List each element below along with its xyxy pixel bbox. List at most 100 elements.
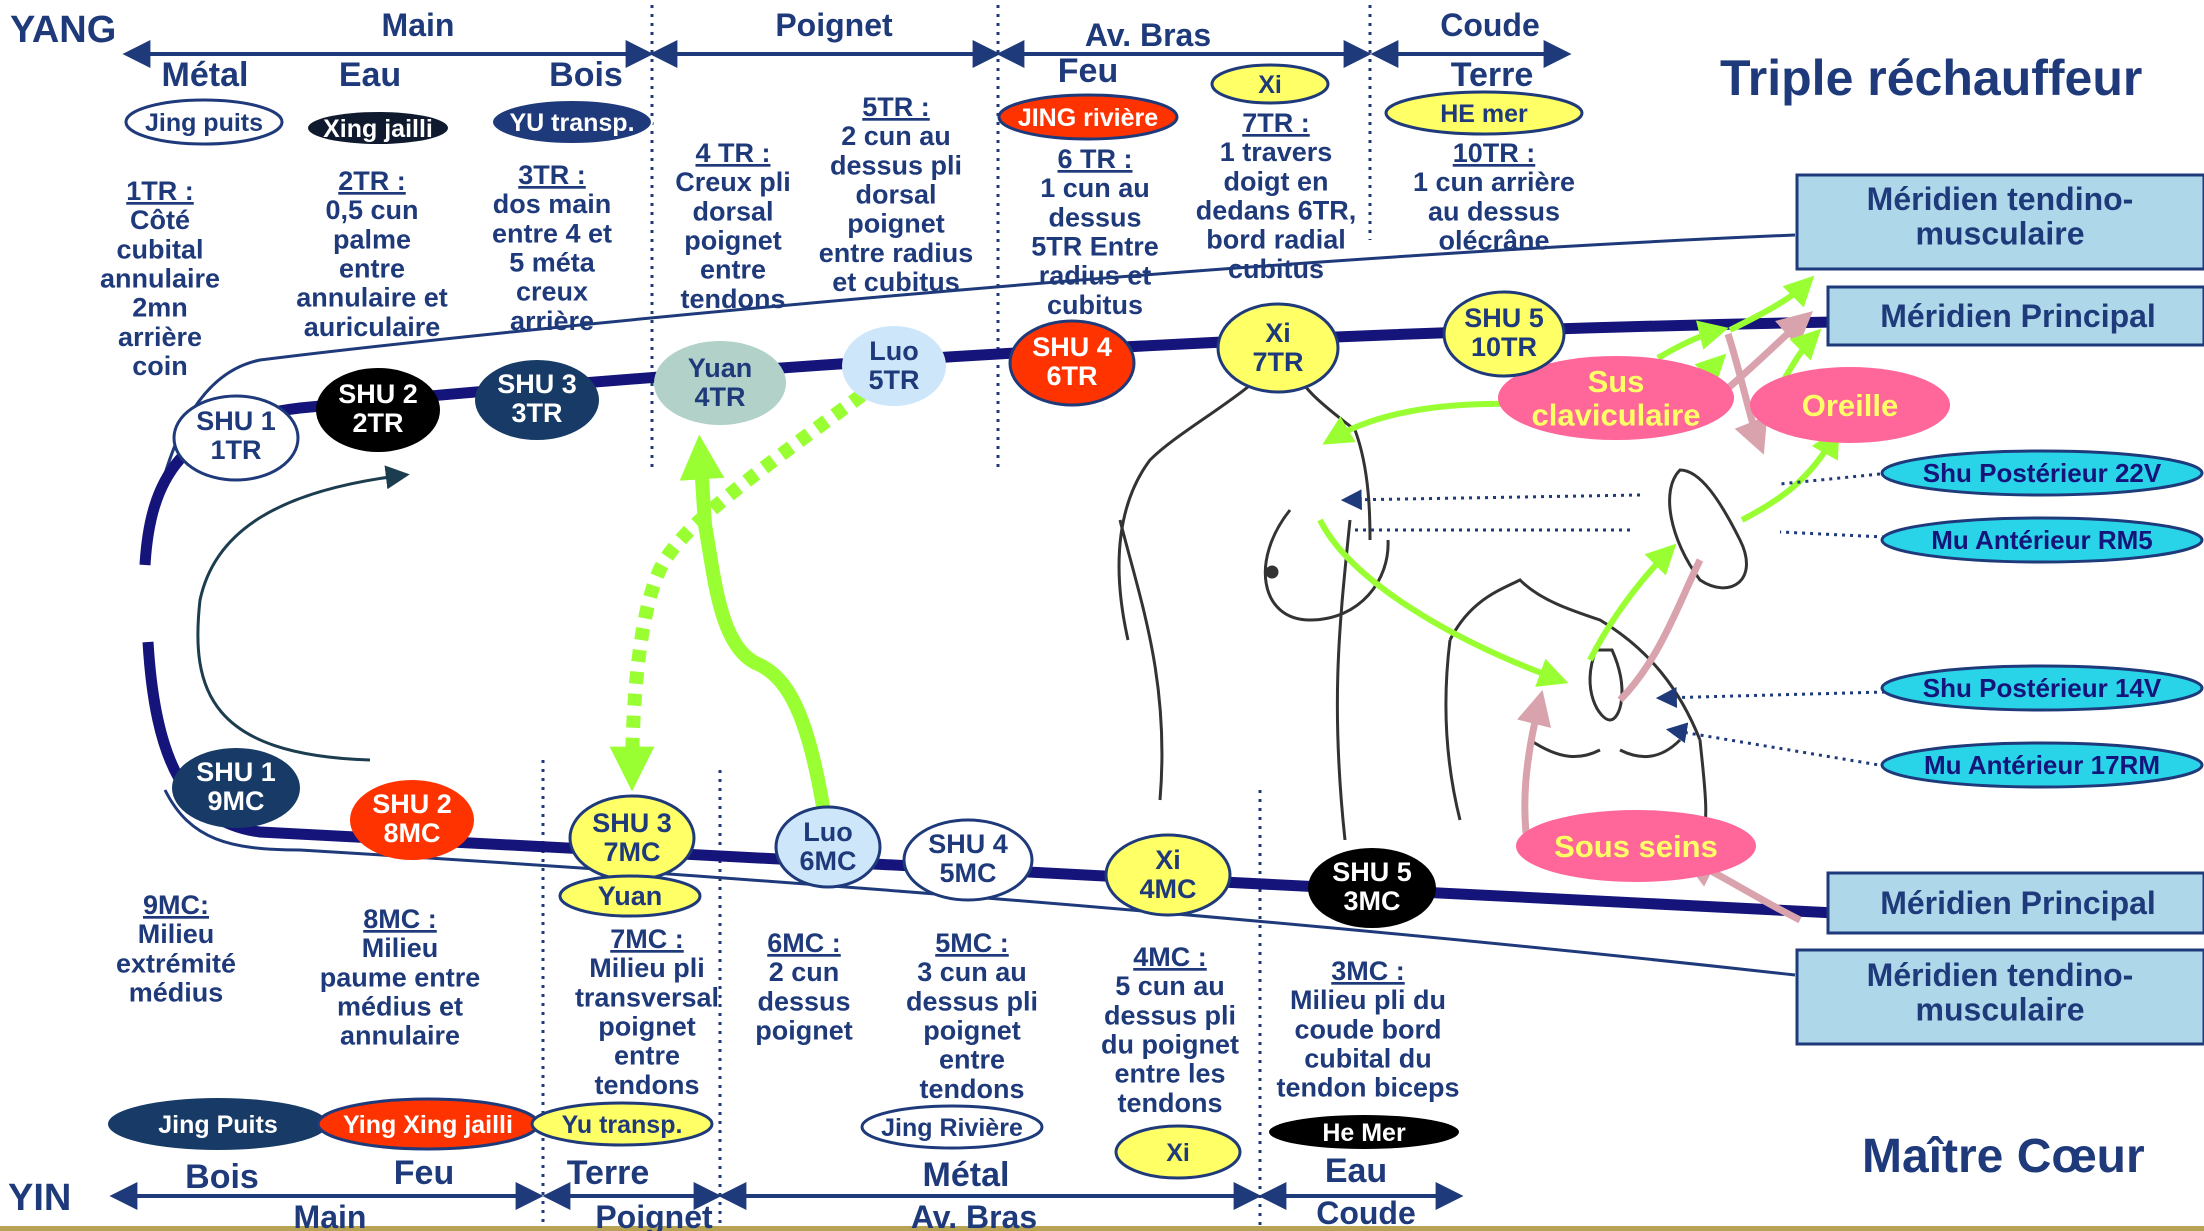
- tag-jing-puits: Jing puits: [124, 98, 284, 146]
- oval-mu-anterieur-17rm: Mu Antérieur 17RM: [1880, 741, 2204, 789]
- yin-label: YIN: [8, 1177, 71, 1219]
- svg-text:Méridien tendino-musculaire: Méridien tendino-musculaire: [1867, 181, 2134, 252]
- tag-jing-riviere-yin: Jing Rivière: [860, 1104, 1044, 1150]
- yuan-luo-arrow: [679, 434, 833, 827]
- tag-xi-yang: Xi: [1210, 63, 1330, 105]
- yang-element-metal: Métal: [162, 56, 249, 94]
- svg-text:Xing jailli: Xing jailli: [323, 115, 433, 143]
- svg-text:Ying Xing jailli: Ying Xing jailli: [343, 1111, 513, 1139]
- yin-element-eau: Eau: [1325, 1152, 1387, 1190]
- oval-shu-posterieur-14v: Shu Postérieur 14V: [1880, 664, 2204, 712]
- tag-he-mer-yin: He Mer: [1269, 1115, 1459, 1149]
- svg-text:Oreille: Oreille: [1802, 388, 1899, 423]
- yang-zone-poignet: Poignet: [775, 7, 893, 43]
- tag-jing-puits-yin: Jing Puits: [108, 1098, 328, 1150]
- tag-xing-jailli: Xing jailli: [308, 112, 448, 144]
- yang-label: YANG: [10, 9, 116, 51]
- svg-text:YU transp.: YU transp.: [509, 109, 634, 137]
- svg-text:Xi: Xi: [1258, 71, 1282, 99]
- tag-xi-yin: Xi: [1114, 1124, 1242, 1180]
- svg-text:Sous seins: Sous seins: [1554, 829, 1718, 864]
- node-yuan-7mc: Yuan: [558, 874, 702, 918]
- yang-tags: Jing puits Xing jailli YU transp. JING r…: [124, 63, 1584, 146]
- svg-text:Yuan: Yuan: [598, 881, 663, 911]
- yang-element-bois: Bois: [549, 56, 623, 94]
- tendino-lines: [148, 233, 1796, 977]
- panel-principal-top: Méridien Principal: [1826, 285, 2204, 347]
- tag-yu-transp-yin: Yu transp.: [530, 1101, 714, 1147]
- tag-yu-transp: YU transp.: [491, 99, 653, 145]
- title-maitre-coeur: Maître Cœur: [1862, 1130, 2145, 1183]
- bottom-accent-line: [0, 1226, 2204, 1231]
- yang-zone-coude: Coude: [1440, 7, 1540, 43]
- svg-text:He Mer: He Mer: [1322, 1119, 1406, 1147]
- panel-principal-bottom: Méridien Principal: [1826, 871, 2204, 935]
- svg-text:Méridien tendino-musculaire: Méridien tendino-musculaire: [1867, 957, 2134, 1028]
- yin-tags: Jing Puits Ying Xing jailli Yu transp. J…: [108, 1097, 1459, 1180]
- svg-text:Shu Postérieur 22V: Shu Postérieur 22V: [1923, 458, 2162, 488]
- region-sous-seins: Sous seins: [1516, 810, 1756, 882]
- yang-element-terre: Terre: [1451, 56, 1534, 94]
- yin-element-feu: Feu: [394, 1154, 454, 1192]
- luo-yuan-dotted-arrow: [609, 389, 867, 792]
- yang-zone-main: Main: [382, 7, 455, 43]
- svg-text:Yu transp.: Yu transp.: [562, 1111, 683, 1139]
- svg-text:Jing puits: Jing puits: [145, 109, 263, 137]
- svg-text:Xi: Xi: [1166, 1139, 1190, 1167]
- yin-zone-coude: Coude: [1316, 1195, 1416, 1231]
- svg-text:Jing Puits: Jing Puits: [158, 1111, 277, 1139]
- tag-he-mer-yang: HE mer: [1384, 90, 1584, 136]
- panel-tendino-top: Méridien tendino-musculaire: [1795, 173, 2204, 271]
- svg-text:JING rivière: JING rivière: [1018, 104, 1158, 132]
- yin-zone-avbras: Av. Bras: [911, 1199, 1037, 1231]
- zone-separators: [541, 5, 1372, 1226]
- svg-text:Méridien Principal: Méridien Principal: [1880, 885, 2156, 921]
- yin-element-metal: Métal: [923, 1156, 1010, 1194]
- region-oreille: Oreille: [1750, 367, 1950, 443]
- svg-text:Mu Antérieur RM5: Mu Antérieur RM5: [1931, 525, 2153, 555]
- panel-tendino-bottom: Méridien tendino-musculaire: [1795, 948, 2204, 1046]
- pointer-lines: [1340, 472, 1886, 768]
- oval-shu-posterieur-22v: Shu Postérieur 22V: [1880, 449, 2204, 497]
- svg-text:HE mer: HE mer: [1440, 100, 1528, 128]
- oval-mu-anterieur-rm5: Mu Antérieur RM5: [1880, 516, 2204, 564]
- green-internal-paths: [1317, 275, 1840, 687]
